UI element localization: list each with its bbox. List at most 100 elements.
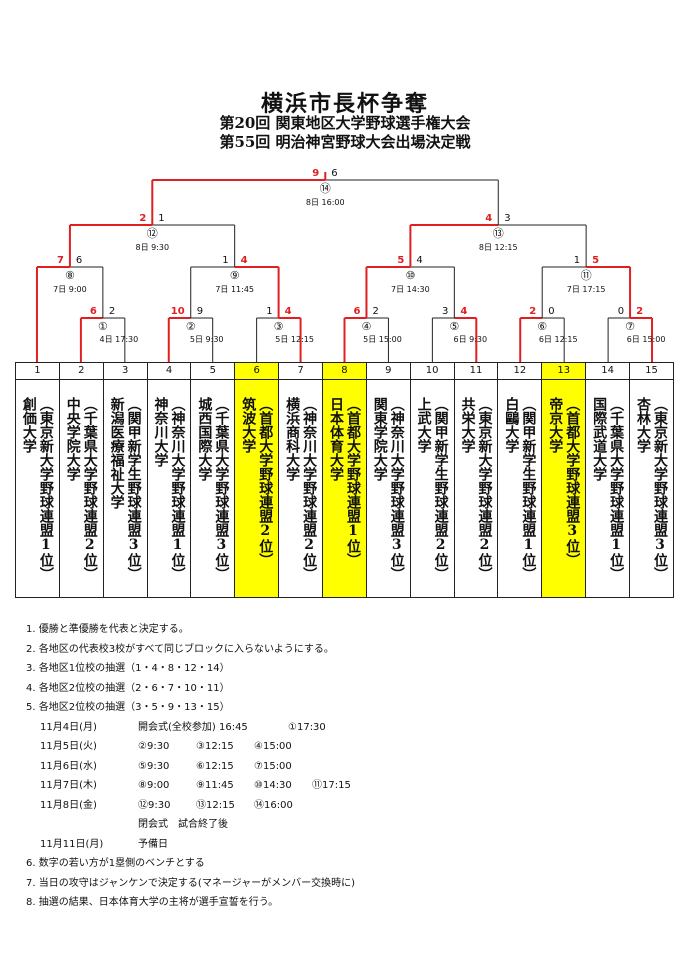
team-school: 中央学院大学 <box>64 397 81 481</box>
team-school: 創価大学 <box>20 397 37 453</box>
team-league: （東京新大学野球連盟2位） <box>476 397 493 581</box>
team-number: 15 <box>630 363 673 380</box>
team-cell-2: 2（千葉県大学野球連盟2位）中央学院大学 <box>59 363 104 597</box>
score-left: 3 <box>442 306 448 317</box>
schedule-slot: ⑦15:00 <box>254 760 292 772</box>
game-number: ⑤ <box>449 320 459 333</box>
team-league: （関甲新学生野球連盟2位） <box>432 397 449 581</box>
team-cell-4: 4（神奈川大学野球連盟1位）神奈川大学 <box>147 363 192 597</box>
team-league: （千葉県大学野球連盟2位） <box>81 397 98 581</box>
schedule-date: 11月7日(木) <box>40 780 97 791</box>
schedule-slot: ⑭16:00 <box>254 799 293 811</box>
score-left: 7 <box>57 255 64 266</box>
score-left: 2 <box>529 306 536 317</box>
game-number: ⑧ <box>65 269 75 282</box>
team-league: （関甲新学生野球連盟1位） <box>520 397 537 581</box>
team-number: 1 <box>16 363 59 380</box>
team-cell-11: 11（東京新大学野球連盟2位）共栄大学 <box>454 363 499 597</box>
team-cell-13: 13 （首都大学野球連盟3位）帝京大学 <box>542 363 587 597</box>
schedule-slot: ⑤9:30 <box>138 760 170 772</box>
rule-item: 2. 各地区の代表校3校がすべて同じブロックに入らないようにする。 <box>26 643 334 655</box>
team-name: （東京新大学野球連盟2位）共栄大学 <box>455 397 498 591</box>
team-number: 6 <box>235 363 279 380</box>
team-number: 12 <box>498 363 542 380</box>
team-number: 9 <box>366 363 410 380</box>
score-left: 10 <box>171 306 185 317</box>
notes-section: 1. 優勝と準優勝を代表と決定する。 2. 各地区の代表校3校がすべて同じブロック… <box>26 620 666 913</box>
team-league: （千葉県大学野球連盟1位） <box>608 397 625 581</box>
team-name: （関甲新学生野球連盟3位）新潟医療福祉大学 <box>104 397 147 591</box>
game-number: ④ <box>362 320 372 333</box>
schedule-slot: ⑧9:00 <box>138 780 170 791</box>
game-time: 8日 16:00 <box>306 198 345 207</box>
game-number: ⑨ <box>230 269 240 282</box>
team-name: （神奈川大学野球連盟2位）横浜商科大学 <box>279 397 322 591</box>
team-number: 3 <box>103 363 147 380</box>
game-number: ⑦ <box>625 320 635 333</box>
game-number: ③ <box>274 320 284 333</box>
team-league: （関甲新学生野球連盟3位） <box>125 397 142 581</box>
subtitle-qualifier: 第55回 明治神宮野球大会出場決定戦 <box>219 133 471 151</box>
schedule-date: 11月11日(月) <box>40 838 104 850</box>
game-number: ⑭ <box>320 182 331 195</box>
team-name: （関甲新学生野球連盟2位）上武大学 <box>411 397 454 591</box>
score-right: 4 <box>285 306 292 317</box>
team-name: （神奈川大学野球連盟3位）関東学院大学 <box>367 397 410 591</box>
score-right: 3 <box>504 213 510 224</box>
team-school: 白鷗大学 <box>503 397 520 453</box>
team-cell-5: 5 （千葉県大学野球連盟3位）城西国際大学 <box>191 363 236 597</box>
schedule-slot: ②9:30 <box>138 741 170 752</box>
game-number: ⑫ <box>147 227 158 240</box>
game-time: 8日 9:30 <box>135 243 169 252</box>
game-time: 5日 12:15 <box>275 335 314 344</box>
schedule-row: 11月11日(月)予備日 <box>26 835 666 855</box>
team-league: （神奈川大学野球連盟3位） <box>388 397 405 581</box>
game-number: ⑪ <box>581 269 592 282</box>
team-school: 城西国際大学 <box>196 397 213 481</box>
game-time: 7日 17:15 <box>567 285 606 294</box>
game-time: 4日 17:30 <box>100 335 139 344</box>
game-number: ⑥ <box>537 320 547 333</box>
team-cell-12: 12 （関甲新学生野球連盟1位）白鷗大学 <box>498 363 543 597</box>
team-league: （千葉県大学野球連盟3位） <box>213 397 230 581</box>
schedule-slot: ⑨11:45 <box>196 780 234 791</box>
team-league: （首都大学野球連盟3位） <box>564 397 581 567</box>
team-school: 帝京大学 <box>547 397 564 453</box>
team-number: 5 <box>191 363 235 380</box>
game-time: 7日 14:30 <box>391 285 430 294</box>
team-name: （千葉県大学野球連盟3位）城西国際大学 <box>191 397 234 591</box>
score-right: 2 <box>372 306 378 317</box>
rule-item: 1. 優勝と準優勝を代表と決定する。 <box>26 624 189 635</box>
team-cell-10: 10（関甲新学生野球連盟2位）上武大学 <box>410 363 455 597</box>
score-left: 1 <box>266 306 272 317</box>
score-left: 9 <box>312 168 319 179</box>
schedule-date: 11月4日(月) <box>40 721 97 733</box>
score-left: 6 <box>353 306 360 317</box>
rule-item: 7. 当日の攻守はジャンケンで決定する(マネージャーがメンバー交換時に) <box>26 877 356 889</box>
game-time: 6日 15:00 <box>627 335 666 344</box>
team-cell-15: 15（東京新大学野球連盟3位）杏林大学 <box>630 363 673 597</box>
rules-list: 1. 優勝と準優勝を代表と決定する。 2. 各地区の代表校3校がすべて同じブロック… <box>26 620 666 718</box>
schedule-date <box>26 815 138 835</box>
team-number: 14 <box>586 363 630 380</box>
score-left: 4 <box>485 213 492 224</box>
team-school: 筑波大学 <box>240 397 257 453</box>
schedule-slot: ⑫9:30 <box>138 799 171 811</box>
team-league: （首都大学野球連盟2位） <box>257 397 274 567</box>
team-number: 13 <box>542 363 586 380</box>
team-school: 神奈川大学 <box>152 397 169 467</box>
score-right: 4 <box>241 255 248 266</box>
score-right: 2 <box>109 306 115 317</box>
schedule-slot: ⑩14:30 <box>254 780 292 791</box>
team-school: 杏林大学 <box>634 397 651 453</box>
schedule-date: 11月8日(金) <box>40 799 97 811</box>
game-number: ② <box>186 320 196 333</box>
team-school: 国際武道大学 <box>591 397 608 481</box>
